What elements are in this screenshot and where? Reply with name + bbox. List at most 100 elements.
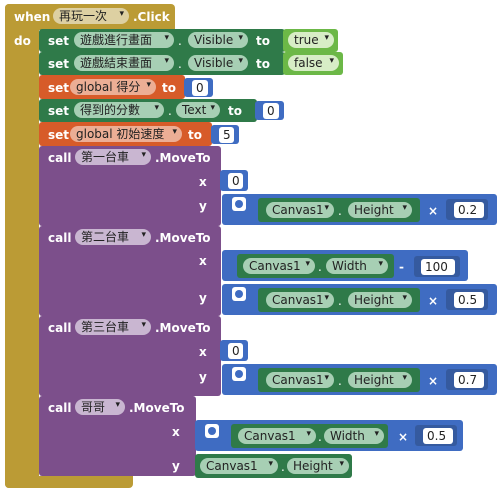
dropdown-arrow-icon: ▾ bbox=[115, 400, 120, 410]
dropdown-arrow-icon: ▾ bbox=[164, 56, 169, 66]
component-dropdown-canvas1[interactable]: Canvas1▾ bbox=[243, 258, 315, 274]
component-dropdown-canvas1[interactable]: Canvas1▾ bbox=[238, 428, 316, 444]
dropdown-arrow-icon: ▾ bbox=[141, 320, 146, 330]
multiply-operator: × bbox=[428, 204, 439, 218]
property-dropdown-height[interactable]: Height▾ bbox=[348, 372, 412, 388]
when-keyword: when bbox=[14, 10, 51, 24]
method-name: .MoveTo bbox=[155, 231, 211, 245]
component-dropdown-得到的分數[interactable]: 得到的分數▾ bbox=[74, 102, 164, 118]
y-param-label: y bbox=[199, 291, 207, 305]
multiply-operator: × bbox=[428, 374, 439, 388]
dropdown-arrow-icon: ▾ bbox=[210, 103, 215, 113]
dot-separator: . bbox=[281, 460, 285, 474]
mutator-gear-icon[interactable] bbox=[232, 197, 246, 211]
number-value[interactable]: 0.5 bbox=[423, 428, 453, 444]
boolean-dropdown-false[interactable]: false▾ bbox=[288, 55, 339, 71]
component-dropdown-遊戲結束畫面[interactable]: 遊戲結束畫面▾ bbox=[74, 55, 174, 71]
number-value[interactable]: 100 bbox=[421, 259, 455, 275]
call-keyword: call bbox=[48, 401, 72, 415]
dropdown-arrow-icon: ▾ bbox=[324, 203, 329, 213]
mutator-gear-icon[interactable] bbox=[205, 424, 219, 438]
dropdown-arrow-icon: ▾ bbox=[402, 373, 407, 383]
property-dropdown-height[interactable]: Height▾ bbox=[348, 202, 412, 218]
call-keyword: call bbox=[48, 231, 72, 245]
method-name: .MoveTo bbox=[129, 401, 185, 415]
dropdown-arrow-icon: ▾ bbox=[119, 9, 124, 19]
dropdown-arrow-icon: ▾ bbox=[339, 459, 344, 469]
to-keyword: to bbox=[162, 81, 176, 95]
dropdown-arrow-icon: ▾ bbox=[324, 373, 329, 383]
property-dropdown-height[interactable]: Height▾ bbox=[348, 292, 412, 308]
set-keyword: set bbox=[48, 57, 70, 71]
x-param-label: x bbox=[199, 345, 207, 359]
number-value[interactable]: 0 bbox=[263, 103, 279, 119]
dot-separator: . bbox=[318, 260, 322, 274]
multiply-operator: × bbox=[428, 294, 439, 308]
component-dropdown-第三台車[interactable]: 第三台車▾ bbox=[75, 319, 151, 335]
call-keyword: call bbox=[48, 151, 72, 165]
dot-separator: . bbox=[178, 57, 182, 71]
dot-separator: . bbox=[178, 34, 182, 48]
component-dropdown-canvas1[interactable]: Canvas1▾ bbox=[200, 458, 278, 474]
event-name: .Click bbox=[133, 10, 170, 24]
to-keyword: to bbox=[228, 104, 242, 118]
component-dropdown-canvas1[interactable]: Canvas1▾ bbox=[266, 372, 334, 388]
number-value[interactable]: 0.7 bbox=[454, 372, 484, 388]
component-dropdown-第一台車[interactable]: 第一台車▾ bbox=[75, 149, 151, 165]
component-dropdown-canvas1[interactable]: Canvas1▾ bbox=[266, 202, 334, 218]
variable-dropdown-global-init-speed[interactable]: global 初始速度▾ bbox=[70, 126, 182, 142]
to-keyword: to bbox=[188, 128, 202, 142]
dropdown-arrow-icon: ▾ bbox=[374, 429, 379, 439]
property-dropdown-width[interactable]: Width▾ bbox=[326, 258, 388, 274]
number-value[interactable]: 0 bbox=[228, 173, 243, 189]
dropdown-arrow-icon: ▾ bbox=[238, 33, 243, 43]
property-dropdown-width[interactable]: Width▾ bbox=[324, 428, 384, 444]
dot-separator: . bbox=[318, 430, 322, 444]
dropdown-arrow-icon: ▾ bbox=[146, 80, 151, 90]
dot-separator: . bbox=[338, 294, 342, 308]
method-name: .MoveTo bbox=[155, 321, 211, 335]
dropdown-arrow-icon: ▾ bbox=[268, 459, 273, 469]
number-value[interactable]: 5 bbox=[219, 127, 234, 143]
component-dropdown-再玩一次[interactable]: 再玩一次▾ bbox=[53, 8, 129, 24]
mutator-gear-icon[interactable] bbox=[232, 287, 246, 301]
number-value[interactable]: 0 bbox=[192, 80, 208, 96]
set-keyword: set bbox=[48, 34, 70, 48]
property-dropdown-visible[interactable]: Visible▾ bbox=[188, 32, 248, 48]
dropdown-arrow-icon: ▾ bbox=[141, 150, 146, 160]
dropdown-arrow-icon: ▾ bbox=[402, 293, 407, 303]
dot-separator: . bbox=[338, 374, 342, 388]
property-dropdown-visible[interactable]: Visible▾ bbox=[188, 55, 248, 71]
number-value[interactable]: 0 bbox=[228, 343, 243, 359]
component-dropdown-遊戲進行畫面[interactable]: 遊戲進行畫面▾ bbox=[74, 32, 174, 48]
property-dropdown-text[interactable]: Text▾ bbox=[176, 102, 220, 118]
set-keyword: set bbox=[48, 128, 70, 142]
method-name: .MoveTo bbox=[155, 151, 211, 165]
component-dropdown-第二台車[interactable]: 第二台車▾ bbox=[75, 229, 151, 245]
dropdown-arrow-icon: ▾ bbox=[172, 127, 177, 137]
dropdown-arrow-icon: ▾ bbox=[324, 293, 329, 303]
dropdown-arrow-icon: ▾ bbox=[164, 33, 169, 43]
variable-dropdown-global-score[interactable]: global 得分▾ bbox=[70, 79, 156, 95]
component-dropdown-canvas1[interactable]: Canvas1▾ bbox=[266, 292, 334, 308]
x-param-label: x bbox=[172, 425, 180, 439]
mutator-gear-icon[interactable] bbox=[232, 367, 246, 381]
dropdown-arrow-icon: ▾ bbox=[378, 259, 383, 269]
subtract-operator: - bbox=[399, 260, 404, 274]
property-dropdown-height[interactable]: Height▾ bbox=[287, 458, 349, 474]
event-block-do-bar bbox=[5, 4, 39, 488]
dropdown-arrow-icon: ▾ bbox=[305, 259, 310, 269]
call-keyword: call bbox=[48, 321, 72, 335]
dropdown-arrow-icon: ▾ bbox=[402, 203, 407, 213]
component-dropdown-哥哥[interactable]: 哥哥▾ bbox=[75, 399, 125, 415]
y-param-label: y bbox=[199, 199, 207, 213]
number-value[interactable]: 0.2 bbox=[454, 202, 484, 218]
dropdown-arrow-icon: ▾ bbox=[306, 429, 311, 439]
y-param-label: y bbox=[199, 370, 207, 384]
dropdown-arrow-icon: ▾ bbox=[154, 103, 159, 113]
number-value[interactable]: 0.5 bbox=[454, 292, 484, 308]
set-keyword: set bbox=[48, 81, 70, 95]
boolean-dropdown-true[interactable]: true▾ bbox=[288, 32, 334, 48]
y-param-label: y bbox=[172, 459, 180, 473]
set-keyword: set bbox=[48, 104, 70, 118]
